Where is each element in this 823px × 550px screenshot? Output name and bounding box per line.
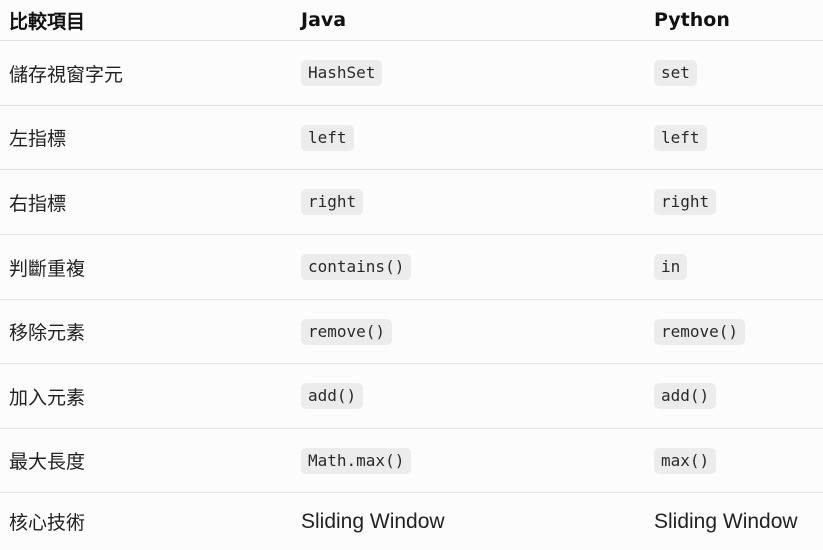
table-header-row: 比較項目 Java Python	[0, 0, 823, 41]
row-label: 移除元素	[9, 322, 86, 344]
java-code: remove()	[301, 318, 393, 345]
header-cell-java: Java	[301, 9, 347, 31]
java-code: Math.max()	[301, 447, 412, 474]
java-code: left	[301, 124, 354, 151]
java-code: right	[301, 189, 364, 215]
row-label: 左指標	[9, 128, 67, 150]
row-label: 儲存視窗字元	[9, 63, 124, 86]
row-label: 加入元素	[9, 386, 86, 409]
row-label: 核心技術	[9, 512, 86, 534]
table-row: 最大長度 Math.max() max()	[0, 429, 823, 493]
table-row: 儲存視窗字元 HashSet set	[0, 41, 823, 106]
table-row: 核心技術 Sliding Window Sliding Window	[0, 493, 823, 550]
table-row: 右指標 right right	[0, 170, 823, 235]
row-label: 判斷重複	[9, 257, 86, 280]
python-code: set	[654, 60, 697, 86]
table-row: 左指標 left left	[0, 106, 823, 170]
java-value: Sliding Window	[301, 509, 445, 533]
python-code: left	[654, 124, 707, 151]
python-code: max()	[654, 447, 717, 474]
table-row: 移除元素 remove() remove()	[0, 300, 823, 364]
table-row: 判斷重複 contains() in	[0, 235, 823, 300]
python-code: add()	[654, 383, 717, 409]
java-code: add()	[301, 383, 364, 409]
python-code: right	[654, 189, 717, 215]
header-cell-item: 比較項目	[9, 10, 86, 33]
header-cell-python: Python	[654, 9, 730, 31]
row-label: 右指標	[9, 192, 67, 215]
table-row: 加入元素 add() add()	[0, 364, 823, 429]
python-code: in	[654, 254, 688, 280]
java-code: contains()	[301, 254, 412, 280]
java-code: HashSet	[301, 60, 383, 86]
row-label: 最大長度	[9, 451, 86, 473]
python-value: Sliding Window	[654, 509, 798, 533]
python-code: remove()	[654, 318, 746, 345]
